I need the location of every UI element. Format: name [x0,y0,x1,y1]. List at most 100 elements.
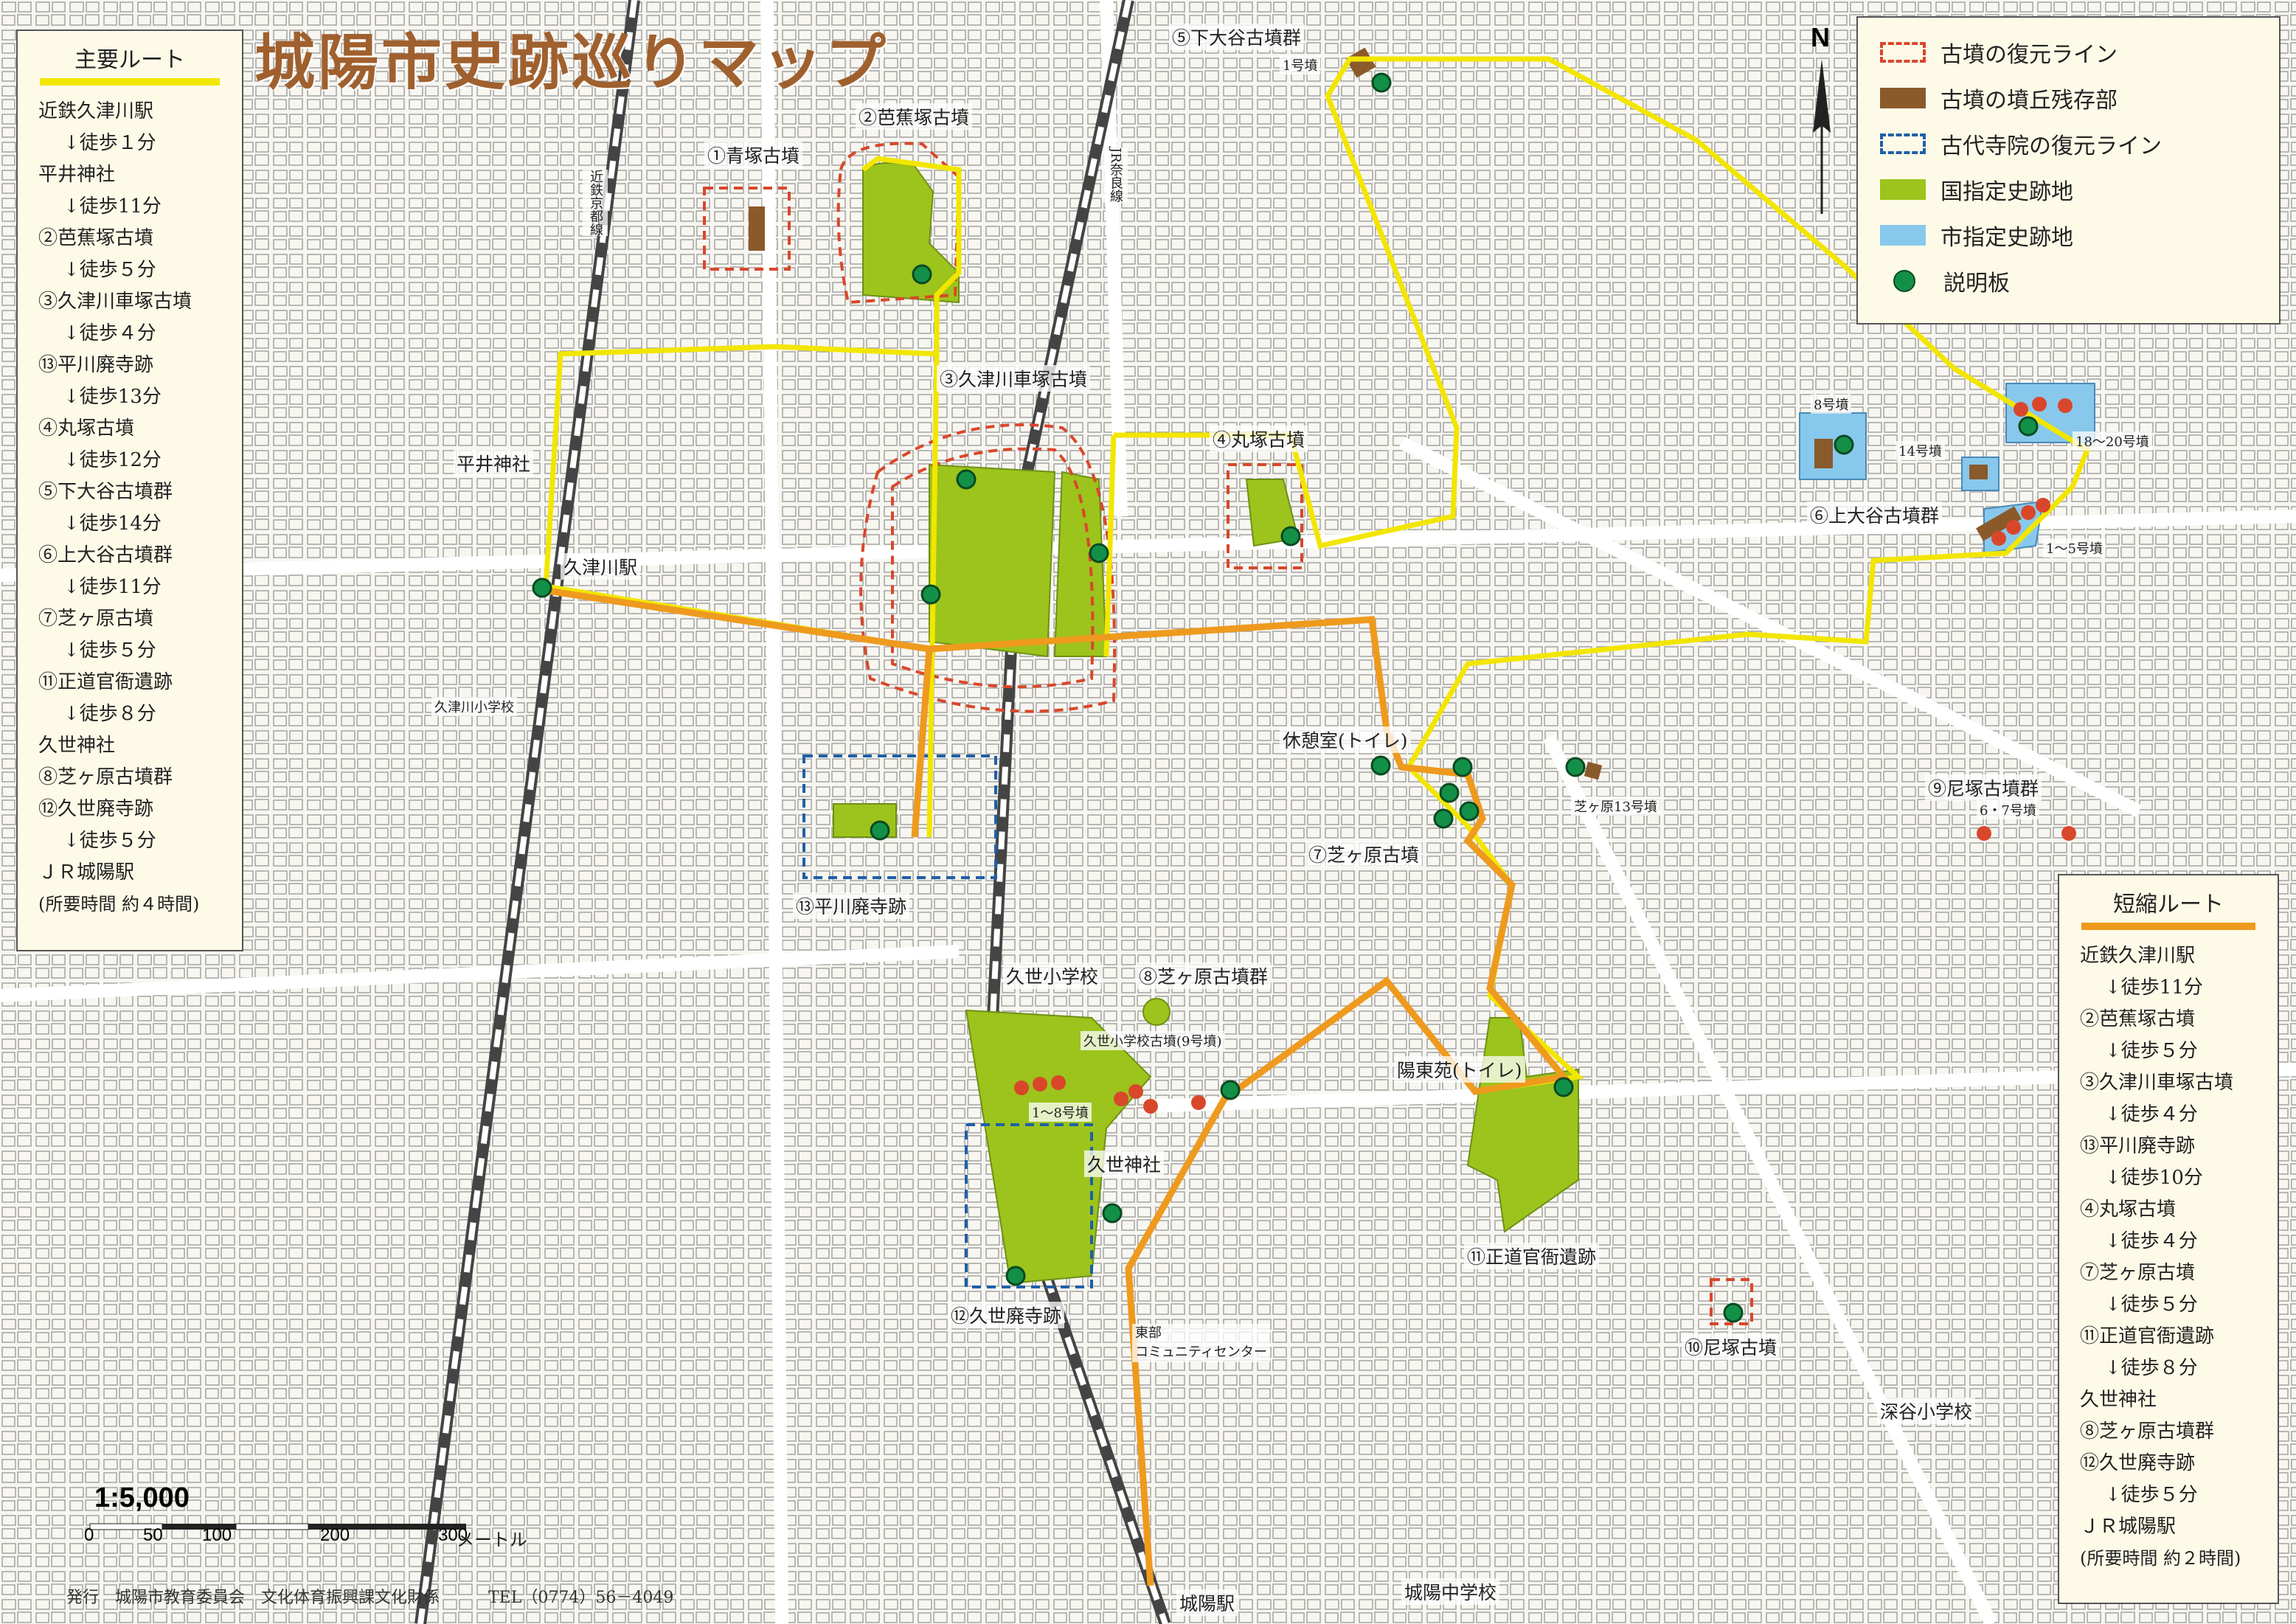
short-route-step: ↓徒歩10分 [2105,1167,2203,1189]
main-route-step: ↓徒歩11分 [63,576,162,598]
site-label-hirakawa-haiji[interactable]: ⑬平川廃寺跡 [793,892,910,919]
main-route-step: ↓徒歩12分 [63,449,162,471]
site-label-shibagahara-13: 芝ヶ原13号墳 [1571,797,1660,816]
short-route-step: 久世神社 [2080,1389,2157,1411]
scale-tick-label: 50 [143,1525,163,1545]
main-route-step: ④丸塚古墳 [38,417,135,440]
short-route-step: ↓徒歩５分 [2105,1484,2198,1506]
legend-swatch [1880,42,1926,63]
temple-restoration-lines [802,754,1093,1288]
kofun-restoration-lines [703,142,1753,1325]
short-route-step: ③久津川車塚古墳 [2080,1072,2234,1094]
legend-label: 説明板 [1943,271,2010,296]
legend-label: 古墳の墳丘残存部 [1940,88,2118,114]
short-route-step: (所要時間 約２時間) [2080,1548,2241,1569]
main-route-step: 近鉄久津川駅 [38,100,154,122]
kuze-school-kofun [1142,998,1170,1026]
site-label-shimo-otani-no: 1号墳 [1280,55,1321,74]
short-route-swatch [2081,923,2255,930]
short-route-step: 近鉄久津川駅 [2080,945,2196,967]
legend-label: 国指定史跡地 [1940,179,2073,205]
main-route-step: ↓徒歩13分 [63,386,162,408]
place-kyuukeishitsu: 休憩室(トイレ) [1280,726,1411,753]
site-label-shibagahara-gun[interactable]: ⑧芝ヶ原古墳群 [1136,962,1272,989]
main-route-step: ↓徒歩５分 [63,259,156,281]
place-hirai-shrine[interactable]: 平井神社 [454,450,534,476]
main-route-step: (所要時間 約４時間) [38,894,200,915]
legend-label: 古代寺院の復元ライン [1940,133,2162,159]
info-board-icon [1893,270,1915,292]
main-route-step: 久世神社 [38,735,116,757]
place-kuze-shrine[interactable]: 久世神社 [1084,1151,1165,1177]
place-youtouen: 陽東苑(トイレ) [1394,1056,1525,1083]
place-kutsukawa-school: 久津川小学校 [431,697,517,716]
kurumazuka-site [929,463,1056,658]
short-route-step: ⑦芝ヶ原古墳 [2080,1262,2196,1284]
main-route-step: ↓徒歩11分 [63,195,162,218]
legend-swatch [1880,88,1926,108]
short-route-step: ⑪正道官衙遺跡 [2080,1325,2215,1347]
short-route-step: ↓徒歩４分 [2105,1230,2198,1252]
scale-tick-label: 100 [202,1525,232,1545]
site-label-shibagahara-1-8: 1～8号墳 [1029,1103,1092,1122]
scale-tick-label: 200 [320,1525,350,1545]
legend-panel: 古墳の復元ライン古墳の墳丘残存部古代寺院の復元ライン国指定史跡地市指定史跡地説明… [1856,16,2281,325]
legend-swatch [1880,225,1926,246]
main-route-step: ↓徒歩５分 [63,639,156,662]
main-route-step: ⑪正道官衙遺跡 [38,671,173,693]
main-route-step: 平井神社 [38,164,116,186]
map-title: 城陽市史跡巡りマップ [254,27,889,98]
main-route-step: ↓徒歩８分 [63,703,156,725]
legend-label: 市指定史跡地 [1940,225,2073,251]
site-label-shibagahara[interactable]: ⑦芝ヶ原古墳 [1305,841,1423,867]
railways [415,0,1171,1624]
main-route-step: ↓徒歩５分 [63,830,156,852]
place-community-center: 東部 コミュニティセンター [1132,1324,1270,1362]
main-route-title: 主要ルート [74,47,185,73]
main-route-step: ⑫久世廃寺跡 [38,798,154,820]
site-label-kami-otani[interactable]: ⑥上大谷古墳群 [1807,502,1943,528]
short-route-step: ⑬平川廃寺跡 [2080,1135,2196,1157]
site-label-marutsuka[interactable]: ④丸塚古墳 [1210,426,1308,452]
short-route-step: ＪＲ城陽駅 [2080,1516,2177,1538]
site-label-amazuka-67: 6・7号墳 [1977,800,2039,819]
publisher-footer: 発行 城陽市教育委員会 文化体育振興課文化財係 TEL（0774）56－4049 [66,1589,674,1607]
place-joyo-jhs: 城陽中学校 [1401,1578,1500,1605]
site-label-shodo[interactable]: ⑪正道官衙遺跡 [1464,1243,1600,1269]
kofun-markers [1014,397,2076,1114]
main-route-step: ②芭蕉塚古墳 [38,227,154,249]
main-route-step: ⑧芝ヶ原古墳群 [38,766,173,788]
legend-item: 市指定史跡地 [1858,212,2279,258]
main-route-step: ⑦芝ヶ原古墳 [38,608,154,630]
site-label-shimo-otani[interactable]: ⑤下大谷古墳群 [1169,24,1305,50]
short-route-step: ⑧芝ヶ原古墳群 [2080,1420,2215,1443]
site-label-kurumazuka[interactable]: ③久津川車塚古墳 [937,365,1091,392]
site-label-aozuka[interactable]: ①青塚古墳 [704,142,803,168]
main-route-step: ↓徒歩４分 [63,322,156,344]
short-route [541,586,1570,1586]
main-route-step: ⑬平川廃寺跡 [38,354,154,376]
scale-tick-label: 0 [84,1525,94,1545]
place-kuze-school-kofun: 久世小学校古墳(9号墳) [1081,1031,1225,1050]
place-kutsukawa-station[interactable]: 久津川駅 [561,553,641,580]
short-route-step: ⑫久世廃寺跡 [2080,1452,2196,1474]
north-arrow-icon [1813,59,1831,214]
site-label-kuze-haiji[interactable]: ⑫久世廃寺跡 [948,1302,1065,1328]
place-kintetsu-line: 近鉄京都線 [583,170,608,236]
legend-item: 古墳の復元ライン [1858,30,2279,75]
main-route-step: ⑥上大谷古墳群 [38,544,173,566]
site-label-kami-18-20: 18～20号墳 [2073,431,2152,451]
short-route-step: ↓徒歩５分 [2105,1040,2198,1062]
place-joyo-station[interactable]: 城陽駅 [1176,1589,1238,1616]
legend-label: 古墳の復元ライン [1940,42,2118,68]
site-label-amazuka[interactable]: ⑩尼塚古墳 [1682,1333,1780,1360]
short-route-step: ↓徒歩４分 [2105,1103,2198,1125]
legend-item: 古墳の墳丘残存部 [1858,75,2279,121]
legend-item: 国指定史跡地 [1858,167,2279,212]
legend-item: 古代寺院の復元ライン [1858,121,2279,167]
site-label-amazuka-gun[interactable]: ⑨尼塚古墳群 [1925,774,2042,801]
site-label-bashozuka[interactable]: ②芭蕉塚古墳 [856,103,973,130]
